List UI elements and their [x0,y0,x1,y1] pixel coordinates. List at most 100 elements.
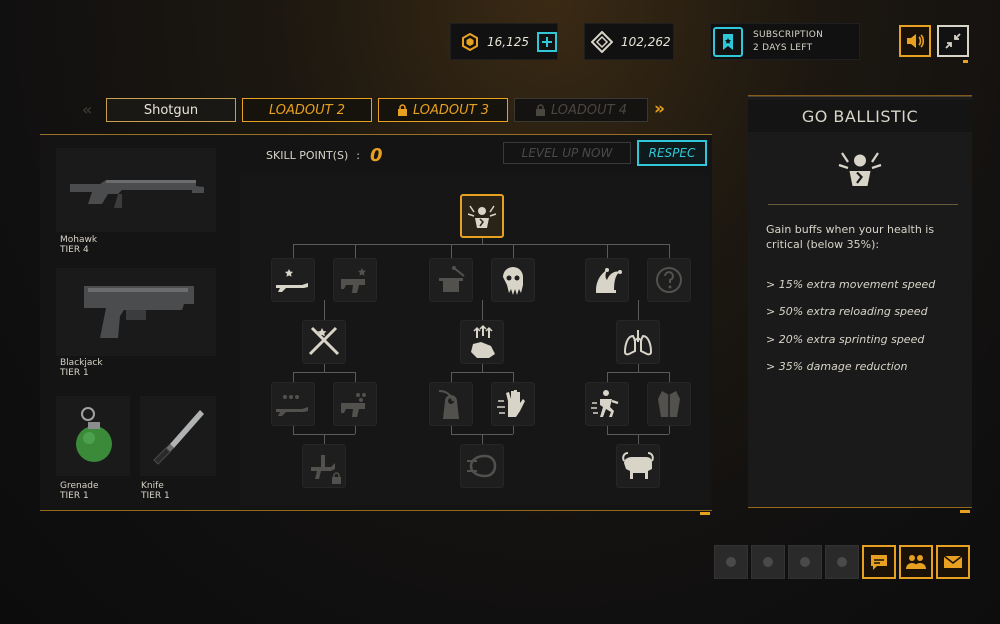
friends-button[interactable] [899,545,933,579]
skill-fast-bullet[interactable] [460,444,504,488]
tab-loadout-3[interactable]: LOADOUT 3 [378,98,508,122]
question-icon [656,267,682,293]
tab-label: LOADOUT 3 [412,102,490,118]
tree-line [607,372,608,382]
skill-unknown[interactable] [647,258,691,302]
tree-line [293,372,355,373]
skill-lungs[interactable] [616,320,660,364]
plus-icon [542,36,552,47]
tree-line [482,236,483,244]
tabs-prev-arrow[interactable]: « [82,100,93,119]
skill-speed-hand[interactable] [491,382,535,426]
tab-loadout-2[interactable]: LOADOUT 2 [242,98,372,122]
add-gold-button[interactable] [537,31,557,52]
weapon-tier: TIER 1 [60,491,89,501]
collapse-button[interactable] [937,25,969,57]
weapon-name: Blackjack [60,358,103,368]
mail-button[interactable] [936,545,970,579]
respec-button[interactable]: RESPEC [637,140,707,166]
tree-line [607,372,669,373]
skill-melting-skull[interactable] [491,258,535,302]
bull-icon [622,452,654,479]
tree-line [324,300,325,320]
tabs-next-arrow[interactable]: » [654,99,665,119]
gold-amount: 16,125 [487,34,529,49]
perk-buff: > 15% extra movement speed [766,278,936,291]
skill-smg-3star[interactable] [333,382,377,426]
lungs-icon [623,330,653,356]
skill-crossed-rifles[interactable] [302,320,346,364]
weapon-slot-blackjack[interactable] [56,268,216,356]
chat-icon [871,555,887,570]
perk-buff: > 20% extra sprinting speed [766,333,925,346]
skill-bull[interactable] [616,444,660,488]
tree-line [638,364,639,372]
ballistic-icon [467,205,497,228]
rifle-grenade-icon [311,455,335,479]
tree-line [513,426,514,434]
weapon-slot-knife[interactable] [140,396,216,476]
skill-power-hand[interactable] [460,320,504,364]
skill-smg-star[interactable] [333,258,377,302]
tree-line [355,244,356,258]
skill-reaper[interactable] [429,382,473,426]
skill-points-value: 0 [369,145,383,166]
fast-bullet-icon [467,454,497,478]
corner-accent [700,512,710,515]
empty-slot-button[interactable] [714,545,748,579]
perk-icon-large [836,144,884,196]
subscription-status[interactable]: SUBSCRIPTION 2 DAYS LEFT [710,23,860,60]
sound-button[interactable] [899,25,931,57]
level-up-button[interactable]: LEVEL UP NOW [503,142,631,164]
weapon-tier: TIER 4 [60,245,89,255]
empty-slot-button[interactable] [751,545,785,579]
perk-buff: > 50% extra reloading speed [766,305,928,318]
skill-vest[interactable] [647,382,691,426]
tab-label: LOADOUT 2 [268,102,346,118]
side-frame-bottom [748,507,972,508]
reaper-icon [438,390,459,419]
skill-magic-hat[interactable] [429,258,473,302]
rifle-star-icon [276,269,308,292]
lock-icon [332,472,341,484]
weapon-slot-grenade[interactable] [56,396,130,476]
weapon-slot-mohawk[interactable] [56,148,216,232]
skill-go-ballistic[interactable] [460,194,504,238]
chat-button[interactable] [862,545,896,579]
empty-slot-button[interactable] [788,545,822,579]
skill-running-man[interactable] [585,382,629,426]
tree-line [293,244,669,245]
tree-line [293,372,294,382]
diamond-amount: 102,262 [621,34,671,49]
skill-rifle-star[interactable] [271,258,315,302]
skill-jester[interactable] [585,258,629,302]
weapon-tier: TIER 1 [60,368,89,378]
weapon-tier: TIER 1 [141,491,170,501]
skill-rifle-3star[interactable] [271,382,315,426]
dot-icon [800,557,810,567]
knife-icon [153,410,204,465]
pistol-icon [84,286,194,338]
jester-hat-icon [596,268,622,293]
tree-line [324,364,325,372]
tree-line [293,244,294,258]
tree-line [355,426,356,434]
tab-shotgun[interactable]: Shotgun [106,98,236,122]
tree-line [669,426,670,434]
mail-icon [943,555,963,568]
level-up-label: LEVEL UP NOW [521,146,613,160]
tree-line [355,372,356,382]
tab-label: Shotgun [143,102,199,118]
tree-line [513,244,514,258]
subscription-label: SUBSCRIPTION [753,29,824,40]
tree-line [451,372,452,382]
weapon-label-knife: Knife TIER 1 [141,481,170,501]
tab-loadout-4[interactable]: LOADOUT 4 [514,98,648,122]
running-man-icon [591,390,619,417]
weapon-label-grenade: Grenade TIER 1 [60,481,98,501]
ballistic-icon [838,152,882,186]
diamond-currency: 102,262 [584,23,674,60]
skill-locked-rifle[interactable] [302,444,346,488]
skull-icon [503,267,523,295]
empty-slot-button[interactable] [825,545,859,579]
